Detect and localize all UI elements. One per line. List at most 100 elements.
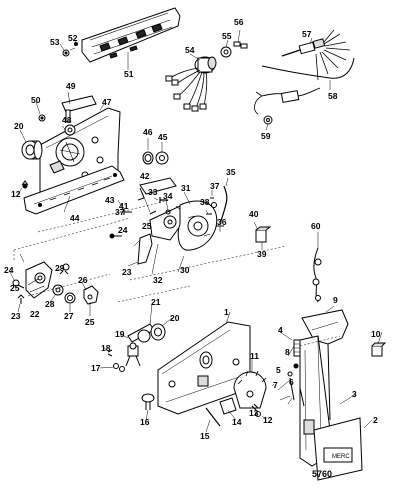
callout-45: 45 [158,132,168,142]
throttle-lever-part [138,178,176,200]
wiring-harness-part [255,30,354,114]
callout-25-mid: 25 [142,221,152,231]
callout-39: 39 [257,249,267,259]
reference-number: 5760 [312,469,333,479]
retainer-part [84,286,98,304]
bushing-part [22,141,42,159]
callout-27: 27 [64,311,74,321]
neutral-lock-part [126,343,140,366]
callout-3: 3 [352,389,357,399]
callout-23: 23 [11,311,21,321]
callout-40: 40 [249,209,259,219]
callout-14: 14 [232,417,242,427]
callout-1: 1 [224,307,229,317]
callout-54: 54 [185,45,195,55]
callout-5: 5 [276,365,281,375]
bracket-part-lower [220,398,236,414]
callout-36: 36 [217,217,227,227]
callout-7: 7 [273,380,278,390]
callout-38: 38 [200,197,210,207]
callout-53: 53 [50,37,60,47]
gasket-part [143,152,153,164]
gear-part [234,371,266,408]
callout-10: 10 [371,329,381,339]
callout-15: 15 [200,431,210,441]
callout-30: 30 [180,265,190,275]
callout-21: 21 [151,297,161,307]
callout-59: 59 [261,131,271,141]
control-housing-part [158,322,250,414]
switch-nut-part [221,47,231,57]
callout-12-upper: 12 [11,189,21,199]
callout-37a: 37 [210,181,220,191]
grouping-lines [14,200,340,346]
callout-42: 42 [140,171,150,181]
switch-part [372,343,385,356]
callout-58: 58 [328,91,338,101]
callout-49: 49 [66,81,76,91]
detent-plate-part [24,166,124,214]
callout-47: 47 [102,97,112,107]
callout-2: 2 [373,415,378,425]
callout-34: 34 [163,191,173,201]
callout-52: 52 [68,33,78,43]
callout-51: 51 [124,69,134,79]
callout-46: 46 [143,127,153,137]
callout-44: 44 [70,213,80,223]
bolt-part [142,394,154,410]
callout-11: 11 [250,351,259,361]
callout-55: 55 [222,31,232,41]
callout-25-left: 25 [10,283,20,293]
callout-32: 32 [153,275,163,285]
callout-9: 9 [333,295,338,305]
cover-plate-part [82,8,180,62]
callout-29: 29 [55,263,65,273]
callout-22: 22 [30,309,40,319]
switch-block-part [256,227,270,242]
callout-28: 28 [45,299,55,309]
callout-56: 56 [234,17,244,27]
callout-24: 24 [4,265,14,275]
clip-part [234,42,247,48]
leader-lines [10,30,382,432]
callout-43: 43 [105,195,115,205]
shift-lever-part [62,96,96,122]
trim-cable-part [313,248,321,302]
callout-16: 16 [140,417,150,427]
gear-plate-part [150,206,186,240]
throttle-arm-part [178,201,217,250]
callout-57: 57 [302,29,312,39]
callout-35: 35 [226,167,236,177]
callout-4: 4 [278,325,283,335]
cam-part [156,152,168,164]
retaining-ring-part [128,324,154,342]
callout-17: 17 [91,363,101,373]
handle-cover-part: MERC [314,418,362,480]
callout-41: 41 [119,201,129,211]
bushing-part-lower [151,324,165,340]
callout-50: 50 [31,95,41,105]
callout-23-mid: 23 [122,267,132,277]
callout-25: 25 [85,317,95,327]
callout-20: 20 [170,313,180,323]
callout-24-mid: 24 [118,225,128,235]
callout-37b: 37 [115,207,125,217]
callout-33: 33 [148,187,158,197]
key-switch-part [166,57,216,111]
bracket-part [138,234,152,264]
throttle-cam-part [26,262,52,298]
callout-13: 13 [249,408,259,418]
callout-48: 48 [62,115,72,125]
svg-text:MERC: MERC [332,454,350,460]
callout-60: 60 [311,221,321,231]
callout-26: 26 [78,275,88,285]
detent-spring-part [294,340,300,356]
callout-20-upper: 20 [14,121,24,131]
callout-8: 8 [285,347,290,357]
callout-31: 31 [181,183,191,193]
callout-12: 12 [263,415,273,425]
callout-18: 18 [101,343,111,353]
callout-6: 6 [289,377,294,387]
callout-19: 19 [115,329,125,339]
